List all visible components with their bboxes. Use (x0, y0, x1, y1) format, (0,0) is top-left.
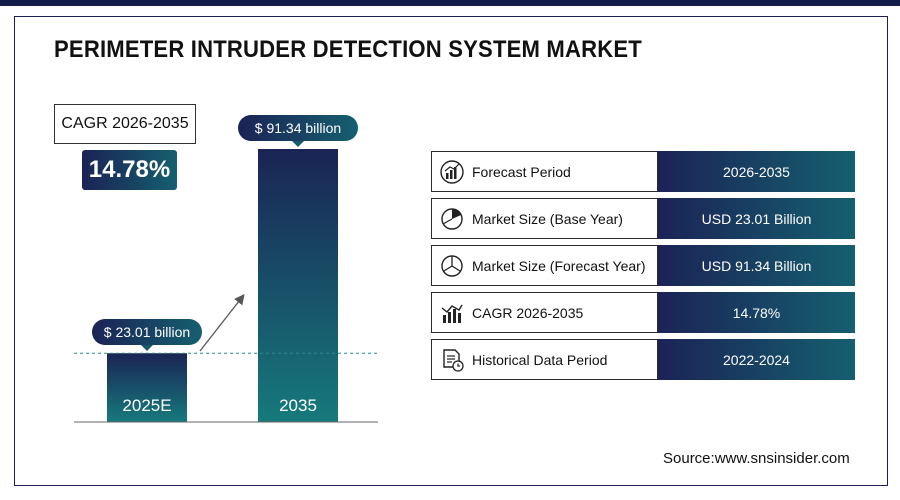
forecast-chart-icon (432, 152, 472, 191)
table-row: CAGR 2026-2035 14.78% (431, 292, 855, 333)
page-title: PERIMETER INTRUDER DETECTION SYSTEM MARK… (54, 36, 642, 63)
row-value: USD 23.01 Billion (658, 198, 855, 239)
row-value: 2022-2024 (658, 339, 855, 380)
row-label: Historical Data Period (472, 351, 608, 368)
table-row: Market Size (Base Year) USD 23.01 Billio… (431, 198, 855, 239)
row-label: Forecast Period (472, 163, 571, 180)
table-row: Market Size (Forecast Year) USD 91.34 Bi… (431, 245, 855, 286)
bar-value-label-pointer (141, 345, 153, 352)
bar-value-label-pointer (292, 141, 304, 147)
top-accent-bar (0, 0, 900, 6)
pie-chart-icon (432, 199, 472, 238)
row-label: Market Size (Forecast Year) (472, 257, 646, 274)
growth-arrow-icon (199, 293, 245, 352)
market-summary-table: Forecast Period 2026-2035 Market Size (B… (431, 151, 855, 386)
row-value: 2026-2035 (658, 151, 855, 192)
bar-2025e (107, 353, 187, 422)
document-clock-icon (432, 340, 472, 379)
row-value: 14.78% (658, 292, 855, 333)
bar-category-label-2035: 2035 (279, 396, 317, 415)
source-credit: Source:www.snsinsider.com (663, 450, 850, 467)
growth-bar-chart-icon (432, 293, 472, 332)
cagr-value-badge: 14.78% (82, 150, 177, 190)
bar-category-label-2025e: 2025E (122, 396, 172, 415)
bar-value-label-2035: $ 91.34 billion (238, 115, 358, 141)
row-label: CAGR 2026-2035 (472, 304, 584, 321)
bar-value-label-2025e: $ 23.01 billion (92, 319, 202, 346)
cagr-label-box: CAGR 2026-2035 (54, 104, 196, 144)
pie-chart-segment-icon (432, 246, 472, 285)
row-label: Market Size (Base Year) (472, 210, 623, 227)
table-row: Historical Data Period 2022-2024 (431, 339, 855, 380)
row-value: USD 91.34 Billion (658, 245, 855, 286)
table-row: Forecast Period 2026-2035 (431, 151, 855, 192)
bar-2035 (258, 149, 338, 422)
